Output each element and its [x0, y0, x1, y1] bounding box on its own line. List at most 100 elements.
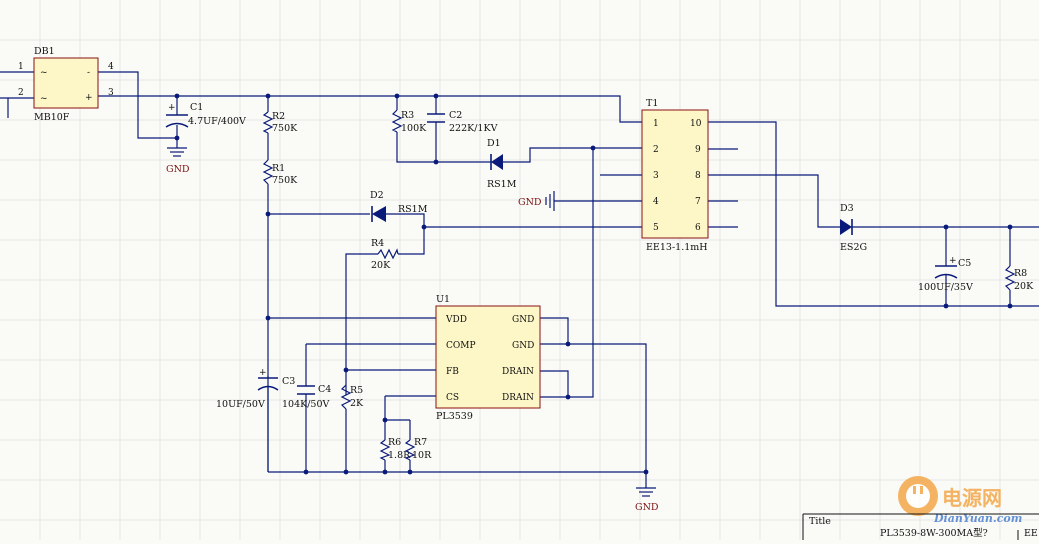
svg-text:3: 3: [108, 88, 114, 98]
logo-cn-text: 电源网: [942, 486, 1002, 510]
r2-ref: R2: [272, 111, 285, 122]
svg-text:5: 5: [653, 223, 659, 233]
ic-u1: VDD COMP FB CS GND GND DRAIN DRAIN U1 PL…: [435, 294, 541, 422]
wires: [0, 71, 1039, 488]
svg-text:2: 2: [18, 88, 24, 98]
svg-text:GND: GND: [166, 164, 190, 175]
r8-ref: R8: [1014, 268, 1027, 279]
r5-ref: R5: [350, 385, 363, 396]
diode-d2: D2 RS1M: [370, 190, 428, 222]
db1-ref: DB1: [34, 46, 55, 57]
svg-text:9: 9: [695, 145, 701, 155]
svg-text:GND: GND: [512, 341, 534, 351]
svg-text:VDD: VDD: [445, 315, 467, 325]
t1-value: EE13-1.1mH: [646, 242, 708, 253]
svg-text:+: +: [259, 368, 267, 378]
t1-ref: T1: [646, 98, 658, 109]
svg-text:4: 4: [108, 62, 114, 72]
resistor-r8: R8 20K: [1004, 265, 1034, 292]
svg-text:~: ~: [40, 94, 48, 104]
r3-value: 100K: [401, 123, 427, 134]
title-label: Title: [809, 516, 831, 527]
dianyuan-logo: 电源网 DianYuan.com: [898, 476, 1022, 525]
u1-value: PL3539: [436, 411, 473, 422]
r1-value: 750K: [272, 175, 298, 186]
d3-value: ES2G: [840, 242, 867, 253]
capacitor-c5: + C5 100UF/35V: [918, 256, 973, 293]
svg-text:+: +: [949, 256, 957, 266]
svg-text:~: ~: [40, 68, 48, 78]
svg-text:COMP: COMP: [446, 341, 476, 351]
c1-ref: C1: [190, 102, 203, 113]
r3-ref: R3: [401, 110, 414, 121]
svg-text:+: +: [85, 93, 93, 103]
capacitor-c4: C4 104K/50V: [282, 384, 331, 410]
title-extra: EE: [1024, 528, 1038, 539]
diode-d1: D1 RS1M: [487, 138, 517, 190]
svg-text:1: 1: [653, 119, 659, 129]
r7-value: 10R: [412, 450, 432, 461]
r5-value: 2K: [350, 398, 364, 409]
svg-text:+: +: [168, 103, 176, 113]
transformer-t1: 12 34 5 109 87 6 T1 EE13-1.1mH: [641, 98, 709, 253]
resistor-r4: R4 20K: [371, 238, 399, 271]
svg-text:DRAIN: DRAIN: [502, 393, 534, 403]
svg-text:8: 8: [695, 171, 701, 181]
junction-dots: [174, 93, 1013, 475]
title-block: Title PL3539-8W-300MA型? EE: [802, 513, 1039, 540]
r2-value: 750K: [272, 123, 298, 134]
r4-value: 20K: [371, 260, 391, 271]
svg-text:GND: GND: [635, 502, 659, 513]
svg-text:10: 10: [690, 119, 702, 129]
d3-ref: D3: [840, 203, 854, 214]
svg-text:CS: CS: [446, 393, 459, 403]
c2-ref: C2: [449, 110, 462, 121]
logo-url-text: DianYuan.com: [933, 512, 1022, 525]
c5-ref: C5: [958, 258, 971, 269]
resistor-r1: R1 750K: [262, 159, 298, 186]
svg-text:2: 2: [653, 145, 659, 155]
capacitor-c2: C2 222K/1KV: [427, 110, 498, 134]
u1-ref: U1: [436, 294, 450, 305]
svg-text:-: -: [87, 68, 90, 78]
c3-ref: C3: [282, 376, 295, 387]
title-value: PL3539-8W-300MA型?: [880, 528, 988, 539]
r1-ref: R1: [272, 163, 285, 174]
svg-text:7: 7: [695, 197, 701, 207]
capacitor-c1: + C1 4.7UF/400V: [165, 102, 246, 128]
capacitor-c3: + C3 10UF/50V: [216, 368, 295, 410]
c3-value: 10UF/50V: [216, 399, 265, 410]
resistor-r2: R2 750K: [262, 111, 298, 134]
c4-ref: C4: [318, 384, 331, 395]
resistor-r5: R5 2K: [340, 384, 364, 410]
svg-text:1: 1: [18, 62, 24, 72]
resistor-r3: R3 100K: [391, 109, 427, 134]
c2-value: 222K/1KV: [449, 123, 498, 134]
ground-icon-c1: GND: [166, 147, 190, 175]
resistor-r6: R6 1.8R: [379, 437, 411, 461]
svg-text:GND: GND: [512, 315, 534, 325]
r7-ref: R7: [414, 437, 427, 448]
svg-text:DRAIN: DRAIN: [502, 367, 534, 377]
diode-d3: D3 ES2G: [840, 203, 867, 253]
db1-value: MB10F: [34, 112, 70, 123]
ground-icon-main: GND: [635, 487, 659, 513]
r6-value: 1.8R: [388, 450, 411, 461]
c5-value: 100UF/35V: [918, 282, 973, 293]
r6-ref: R6: [388, 437, 401, 448]
ground-icon-aux: GND: [518, 191, 555, 211]
bridge-db1: ~ ~ - + 1 2 4 3 DB1 MB10F: [18, 46, 114, 123]
r4-ref: R4: [371, 238, 384, 249]
d2-ref: D2: [370, 190, 384, 201]
resistor-r7: R7 10R: [404, 437, 432, 461]
svg-text:FB: FB: [446, 367, 459, 377]
svg-text:GND: GND: [518, 197, 542, 208]
c1-value: 4.7UF/400V: [188, 116, 246, 127]
d1-value: RS1M: [487, 179, 517, 190]
svg-text:6: 6: [695, 223, 701, 233]
svg-text:4: 4: [653, 197, 659, 207]
d2-value: RS1M: [398, 204, 428, 215]
